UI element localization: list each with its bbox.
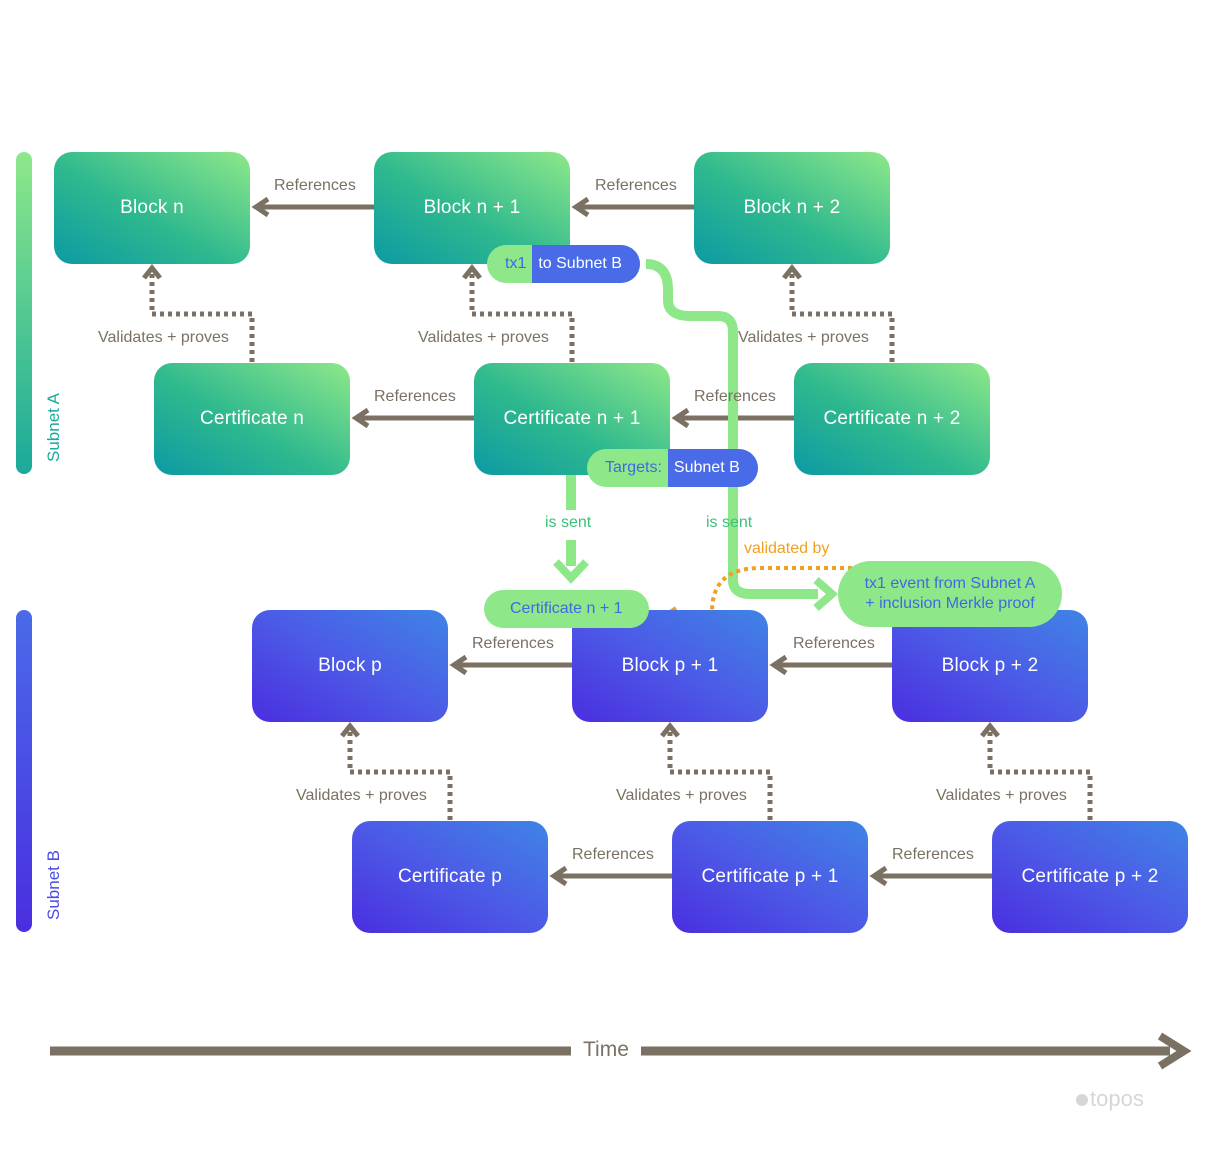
validates-label: Validates + proves: [98, 329, 229, 346]
tx1-destination: to Subnet B: [532, 245, 640, 283]
block-p-plus-2: Block p + 2: [892, 610, 1088, 722]
is-sent-label: is sent: [706, 514, 753, 531]
certificate-p-plus-2: Certificate p + 2: [992, 821, 1188, 933]
subnet-a-label: Subnet A: [44, 392, 63, 462]
tx1-pill: tx1 to Subnet B: [487, 245, 640, 283]
block-p-plus-1: Block p + 1: [572, 610, 768, 722]
block-p: Block p: [252, 610, 448, 722]
block-n-plus-2: Block n + 2: [694, 152, 890, 264]
event-line-1: tx1 event from Subnet A: [864, 575, 1036, 592]
green-arrowhead-event: [813, 576, 839, 612]
green-flow: [566, 259, 818, 599]
validates-label: Validates + proves: [616, 787, 747, 804]
references-label: References: [572, 846, 654, 863]
event-line-2: + inclusion Merkle proof: [865, 595, 1035, 612]
validates-label: Validates + proves: [738, 329, 869, 346]
green-arrowhead-cert: [553, 559, 589, 584]
references-label: References: [472, 635, 554, 652]
time-label: Time: [571, 1038, 641, 1062]
event-pill: tx1 event from Subnet A + inclusion Merk…: [838, 561, 1062, 627]
references-label: References: [274, 177, 356, 194]
targets-label: Targets:: [605, 459, 662, 476]
validates-label: Validates + proves: [936, 787, 1067, 804]
orange-flow: [670, 566, 852, 618]
subnet-a-bar: [16, 152, 32, 474]
block-n: Block n: [54, 152, 250, 264]
references-label: References: [595, 177, 677, 194]
certificate-n-plus-2: Certificate n + 2: [794, 363, 990, 475]
validates-arrows: [149, 272, 1093, 820]
references-label: References: [793, 635, 875, 652]
certificate-p-plus-1: Certificate p + 1: [672, 821, 868, 933]
logo-mark-icon: [1076, 1094, 1088, 1107]
topos-logo: topos: [1076, 1086, 1144, 1112]
targets-pill: Targets: Subnet B: [587, 449, 758, 487]
received-certificate-pill: Certificate n + 1: [484, 590, 649, 628]
validates-arrowheads: [142, 263, 1000, 738]
subnet-b-bar: [16, 610, 32, 932]
targets-value: Subnet B: [667, 449, 758, 487]
references-label: References: [892, 846, 974, 863]
is-sent-label: is sent: [545, 514, 592, 531]
certificate-p: Certificate p: [352, 821, 548, 933]
validated-by-label: validated by: [744, 540, 830, 557]
subnet-b-label: Subnet B: [44, 850, 63, 920]
tx1-label: tx1: [505, 255, 527, 272]
certificate-n: Certificate n: [154, 363, 350, 475]
logo-text: topos: [1090, 1086, 1144, 1111]
validates-label: Validates + proves: [418, 329, 549, 346]
references-label: References: [374, 388, 456, 405]
reference-arrows-b: [449, 654, 992, 887]
validates-label: Validates + proves: [296, 787, 427, 804]
time-axis-arrowhead: [1157, 1032, 1192, 1070]
references-label: References: [694, 388, 776, 405]
